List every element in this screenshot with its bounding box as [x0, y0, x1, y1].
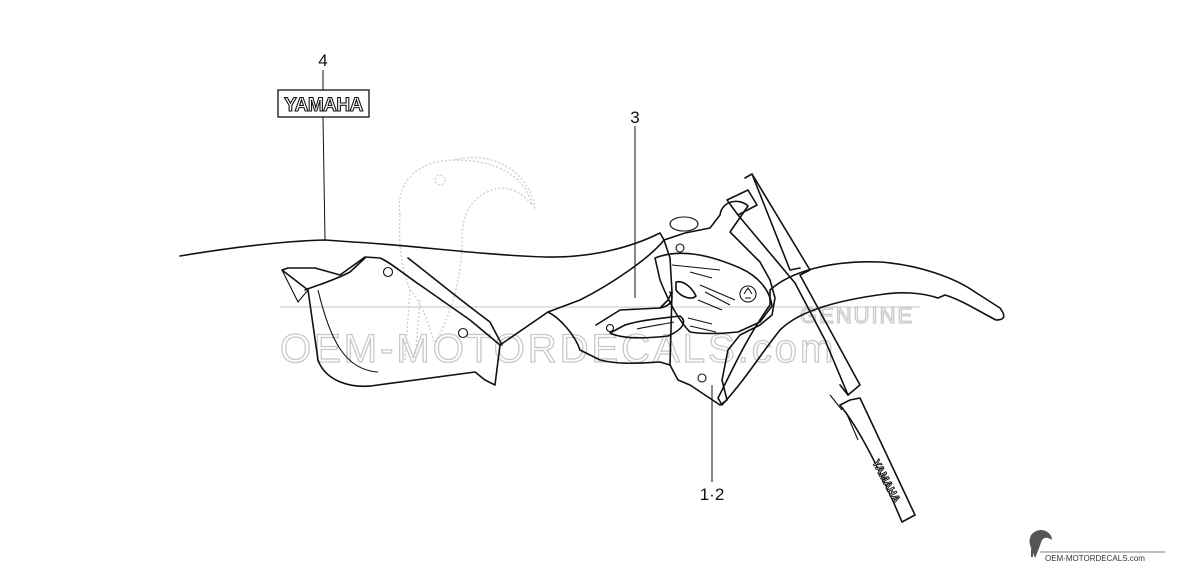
part-4-emblem: YAMAHA	[277, 89, 370, 118]
footer-logo: OEM-MOTORDECALS.com	[1029, 530, 1165, 563]
emblem-text: YAMAHA	[284, 95, 363, 116]
leader-4-lower	[322, 116, 326, 241]
rear-fender-seat	[179, 232, 665, 313]
front-fender	[717, 260, 1005, 406]
callout-leaders	[322, 70, 713, 482]
radiator-shroud	[654, 200, 776, 406]
footer-text: OEM-MOTORDECALS.com	[1045, 554, 1145, 563]
watermark-genuine-text: GENUINE	[800, 303, 914, 328]
callout-3: 3	[630, 108, 639, 127]
watermark-text: OEM-MOTORDECALS.com	[280, 327, 836, 371]
fork-decal-text: YAMAHA	[869, 458, 902, 505]
callout-4: 4	[318, 51, 327, 70]
watermark-parrot-icon	[398, 156, 536, 361]
callout-1-2: 1·2	[700, 485, 725, 504]
parrot-logo-icon	[1029, 530, 1052, 558]
